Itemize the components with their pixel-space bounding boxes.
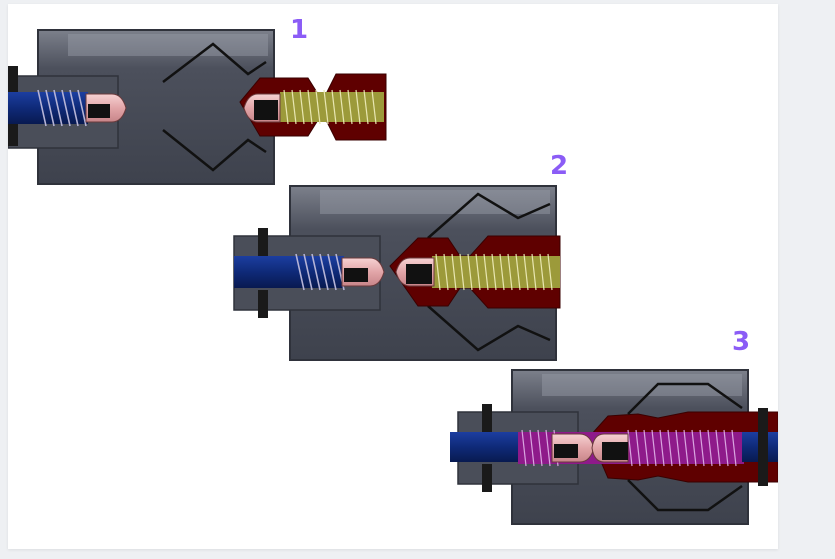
flange-top: [8, 66, 18, 92]
olive-spring-coils: [435, 253, 553, 291]
housing-top-highlight: [68, 34, 268, 56]
blue-rod: [450, 432, 530, 462]
latch-wire-top: [627, 382, 743, 415]
flange-bottom: [482, 464, 492, 492]
stage-2-engaging: 2: [233, 151, 568, 361]
right-flange: [758, 408, 768, 486]
stage-3-connected: 3: [450, 327, 778, 525]
latch-wire-bottom: [162, 129, 267, 172]
female-pin-contacts: [406, 264, 432, 284]
step-label-2: 2: [550, 151, 568, 181]
female-pin-contacts: [602, 442, 628, 460]
flange-top: [258, 228, 268, 256]
pin-contacts: [344, 268, 368, 282]
latch-wire-bottom: [627, 479, 743, 512]
flange-bottom: [258, 290, 268, 318]
pin-contacts: [554, 444, 578, 458]
flange-bottom: [8, 120, 18, 146]
figure-card: 1 2: [8, 4, 778, 549]
latch-wire-top: [162, 42, 267, 83]
rod-spring: [295, 253, 345, 291]
latch-wire-top: [427, 192, 551, 239]
female-pin-contacts: [254, 100, 278, 120]
rod-spring: [37, 89, 87, 127]
step-label-1: 1: [290, 15, 308, 45]
flange-top: [482, 404, 492, 432]
stage-1-disconnected: 1: [8, 15, 387, 185]
housing-top-highlight: [320, 190, 550, 214]
blue-rod: [234, 256, 344, 288]
latch-wire-bottom: [427, 305, 551, 352]
housing-top-highlight: [542, 374, 742, 396]
step-label-3: 3: [732, 327, 750, 357]
olive-spring-coils: [283, 89, 377, 125]
connector-assembly-diagram: 1 2: [8, 15, 778, 525]
pin-contacts: [88, 104, 110, 118]
